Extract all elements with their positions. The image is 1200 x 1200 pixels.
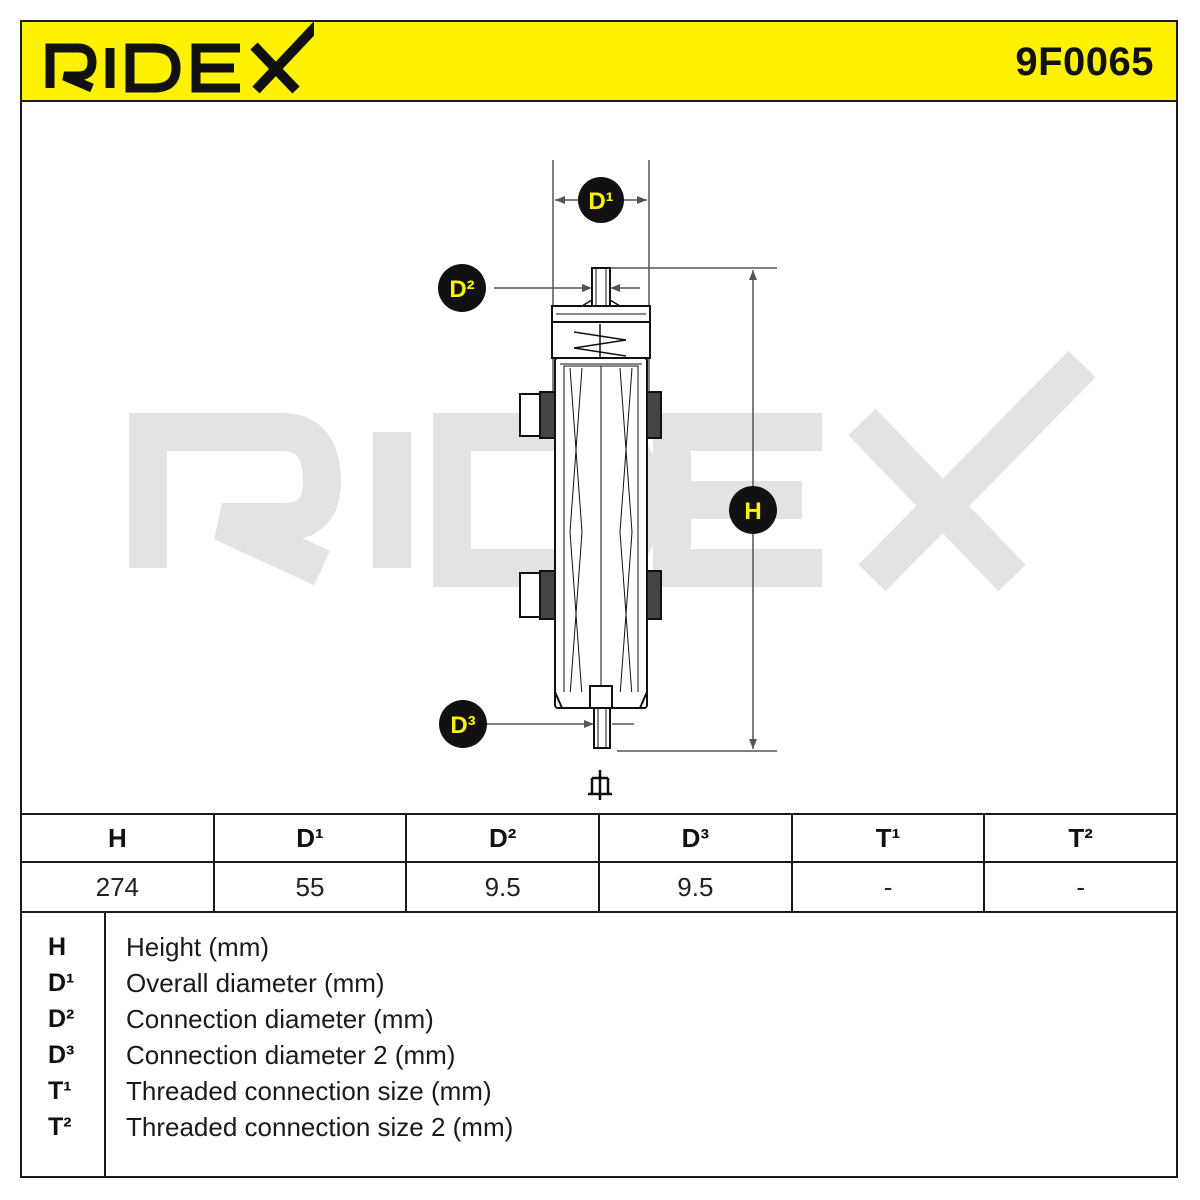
legend-key: D² — [48, 1005, 75, 1033]
spec-table-header: H D¹ D² D³ T¹ T² — [22, 815, 1176, 863]
legend-item: D¹ Overall diameter (mm) — [22, 965, 1176, 1001]
spec-header-h: H — [22, 815, 215, 861]
header-bar: 9F0065 — [22, 22, 1176, 102]
legend-item: H Height (mm) — [22, 929, 1176, 965]
badge-d3-label: D³ — [450, 712, 475, 739]
badge-h-label: H — [744, 498, 761, 525]
legend: H Height (mm) D¹ Overall diameter (mm) D… — [22, 913, 1176, 1176]
spec-value-t2: - — [1076, 871, 1086, 902]
spec-value-h: 274 — [22, 863, 215, 911]
badge-d1-label: D¹ — [588, 188, 613, 215]
legend-key: T² — [48, 1113, 72, 1141]
spec-value-d2: 9.5 — [407, 863, 601, 911]
spec-value-d3: 9.5 — [600, 863, 793, 911]
spec-header-d1: D¹ — [215, 815, 408, 861]
ground-symbol-icon — [588, 770, 612, 800]
legend-text: Height (mm) — [126, 932, 270, 962]
legend-item: T¹ Threaded connection size (mm) — [22, 1073, 1176, 1109]
spec-value-d1: 55 — [215, 863, 408, 911]
legend-item: D² Connection diameter (mm) — [22, 1001, 1176, 1037]
badge-h: H — [729, 486, 777, 534]
ridex-logo — [45, 22, 314, 94]
legend-item: T² Threaded connection size 2 (mm) — [22, 1109, 1176, 1145]
badge-d2: D² — [438, 264, 486, 312]
legend-divider — [104, 913, 106, 1176]
product-sheet: 9F0065 — [20, 20, 1178, 1178]
legend-key: T¹ — [48, 1077, 72, 1105]
spec-header-d3: D³ — [600, 815, 793, 861]
legend-text: Threaded connection size 2 (mm) — [126, 1112, 514, 1142]
technical-drawing: D¹ D² H D³ — [22, 102, 1176, 815]
legend-text: Connection diameter 2 (mm) — [126, 1040, 456, 1070]
legend-item: D³ Connection diameter 2 (mm) — [22, 1037, 1176, 1073]
legend-key: D¹ — [48, 969, 75, 997]
part-number: 9F0065 — [1015, 40, 1154, 84]
legend-text: Overall diameter (mm) — [126, 968, 385, 998]
badge-d3: D³ — [439, 700, 487, 748]
spec-header-t1: T¹ — [793, 815, 986, 861]
spec-value-t1: - — [793, 863, 986, 911]
badge-d1: D¹ — [578, 177, 624, 223]
spec-header-d2: D² — [407, 815, 601, 861]
legend-text: Connection diameter (mm) — [126, 1004, 434, 1034]
legend-key: H — [48, 933, 67, 961]
spec-header-t2: T² — [1068, 822, 1093, 853]
fuel-filter-drawing — [519, 267, 662, 749]
spec-table-values: 274 55 9.5 9.5 - - — [22, 863, 1176, 911]
spec-table: H D¹ D² D³ T¹ T² 274 55 9.5 9.5 - - — [22, 815, 1176, 913]
badge-d2-label: D² — [449, 276, 474, 303]
legend-key: D³ — [48, 1041, 75, 1069]
legend-text: Threaded connection size (mm) — [126, 1076, 492, 1106]
